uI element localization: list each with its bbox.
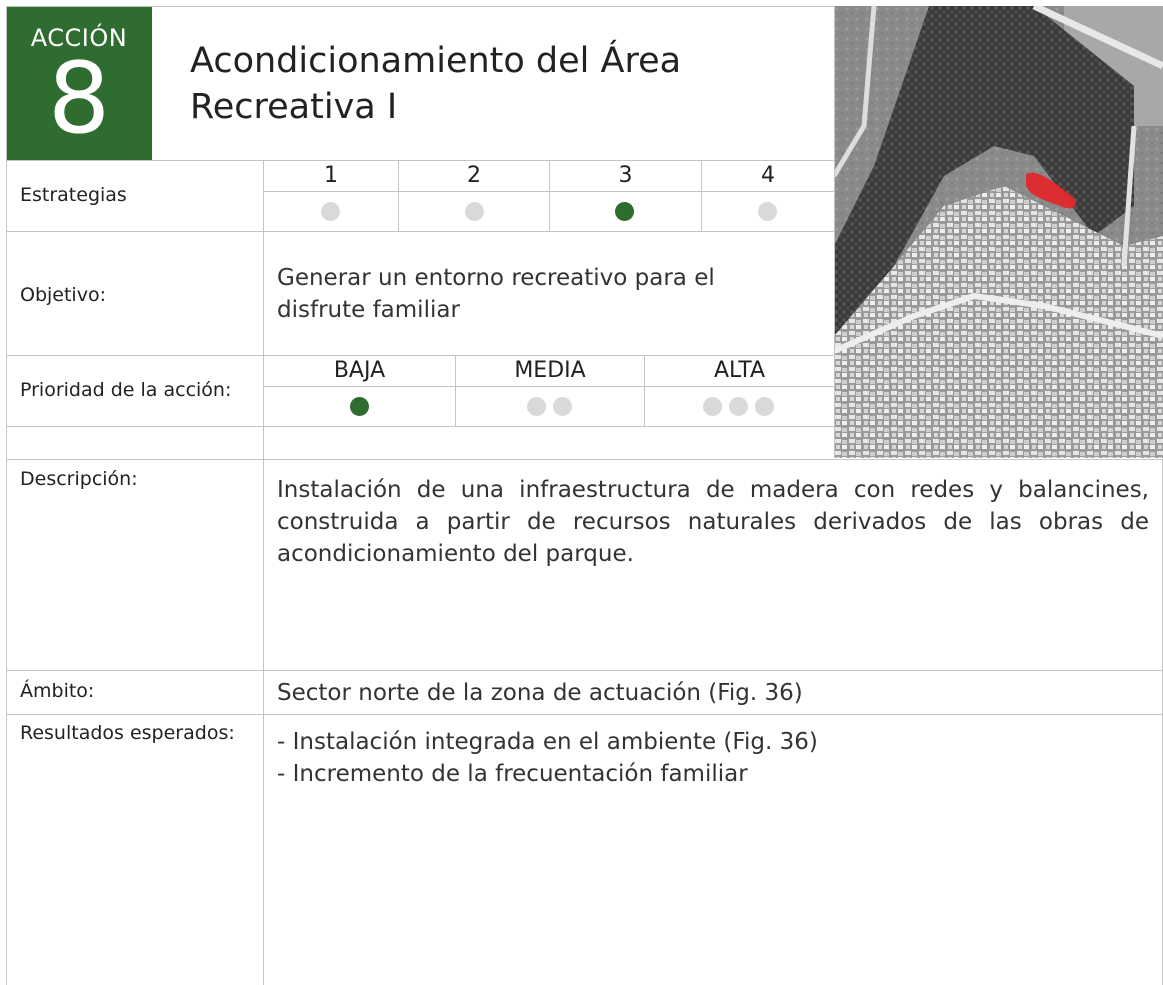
strategy-indicator-2 <box>465 202 484 221</box>
results-item: - Instalación integrada en el ambiente (… <box>277 729 818 755</box>
description-label: Descripción: <box>20 468 138 490</box>
strategy-col-3: 3 <box>618 163 633 188</box>
priority-col-media: MEDIA <box>514 358 586 383</box>
page-title: Acondicionamiento del Área Recreativa I <box>190 41 682 127</box>
strategy-indicator-3 <box>615 202 634 221</box>
strategy-indicator-4 <box>758 202 777 221</box>
strategy-col-4: 4 <box>761 163 775 188</box>
priority-label: Prioridad de la acción: <box>20 379 232 401</box>
scope-text: Sector norte de la zona de actuación (Fi… <box>277 680 803 706</box>
priority-col-baja: BAJA <box>333 358 386 383</box>
scope-label: Ámbito: <box>20 680 95 702</box>
priority-indicator-media-1 <box>527 397 546 416</box>
objective-text: Generar un entorno recreativo para el di… <box>277 265 715 323</box>
strategy-indicator-1 <box>321 202 340 221</box>
priority-col-alta: ALTA <box>713 358 766 383</box>
priority-indicator-alta-2 <box>729 397 748 416</box>
strategy-col-1: 1 <box>324 163 338 188</box>
strategy-col-2: 2 <box>467 163 481 188</box>
results-label: Resultados esperados: <box>20 722 235 744</box>
action-label: ACCIÓN <box>30 24 128 52</box>
priority-indicator-alta-3 <box>755 397 774 416</box>
action-badge: ACCIÓN 8 <box>6 6 152 160</box>
objective-label: Objetivo: <box>20 284 106 306</box>
results-item: - Incremento de la frecuentación familia… <box>277 761 748 787</box>
priority-indicator-baja <box>350 397 369 416</box>
description-text: Instalación de una infraestructura de ma… <box>277 477 1149 567</box>
aerial-map-image <box>834 6 1163 458</box>
action-number: 8 <box>47 42 111 156</box>
priority-indicator-media-2 <box>553 397 572 416</box>
priority-indicator-alta-1 <box>703 397 722 416</box>
project-area-highlight <box>1026 172 1077 209</box>
aerial-map-photo-icon <box>834 6 1163 458</box>
strategies-label: Estrategias <box>20 184 127 206</box>
